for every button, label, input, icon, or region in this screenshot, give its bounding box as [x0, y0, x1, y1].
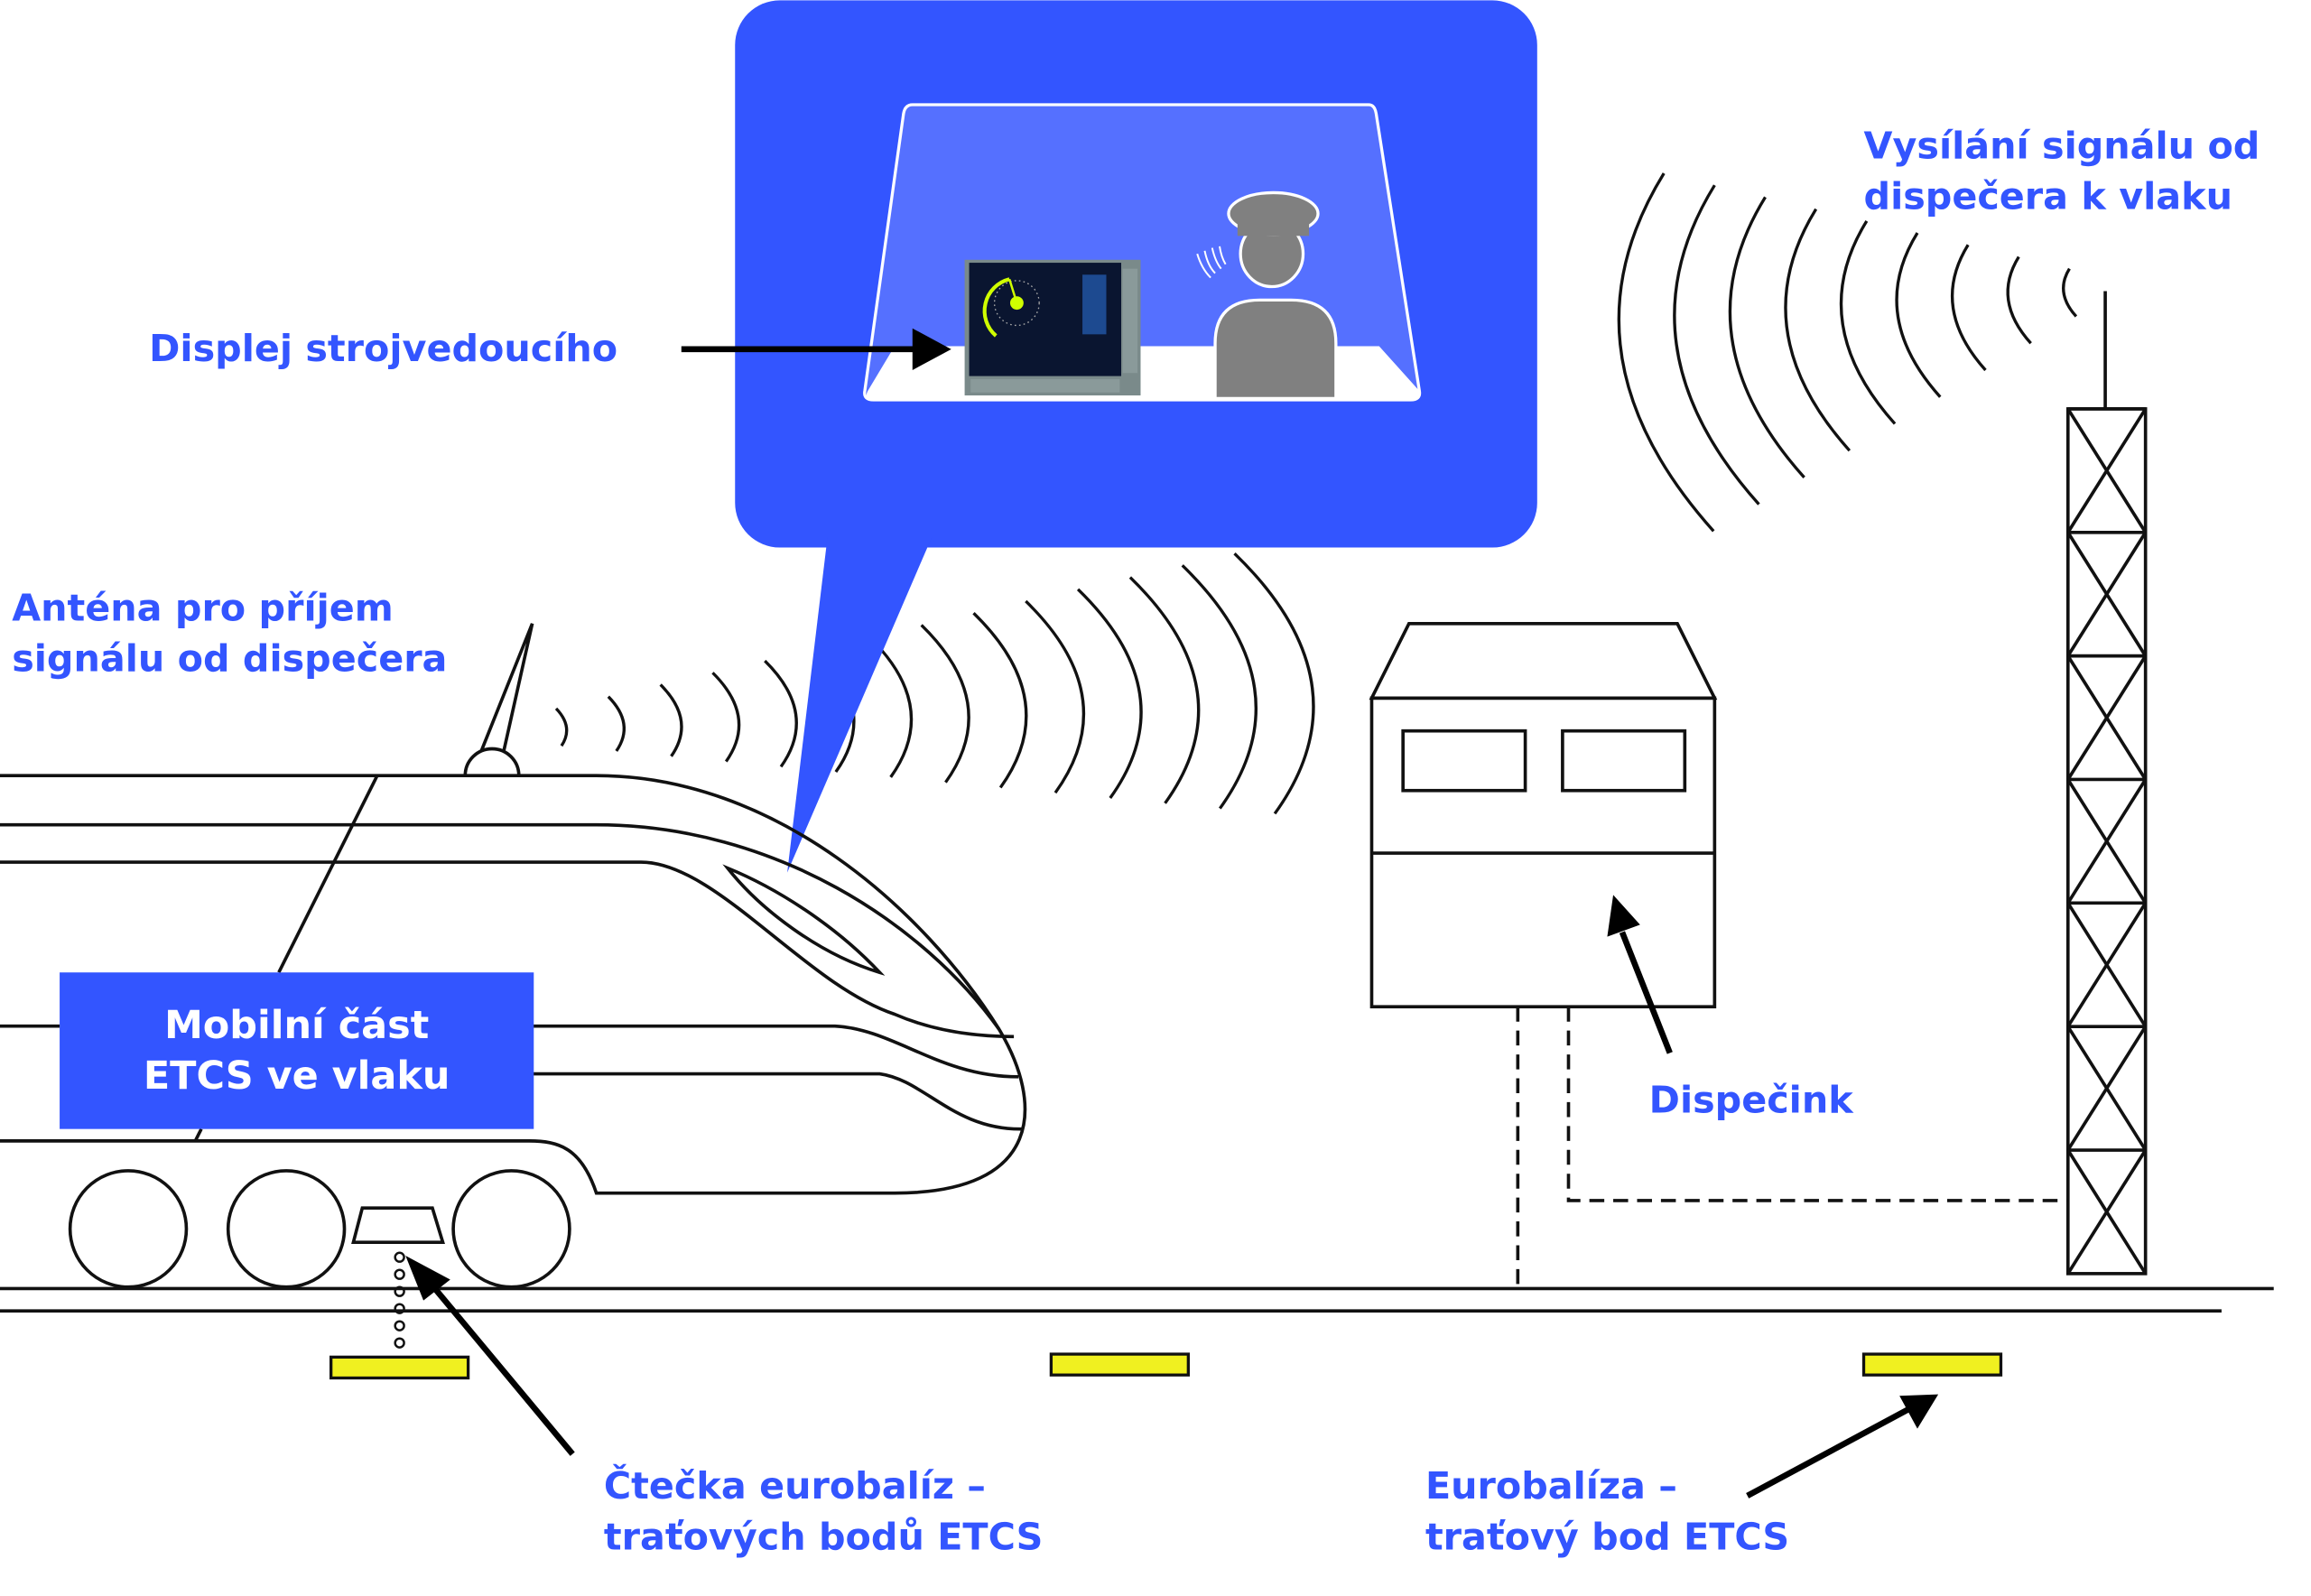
signal-wave-arc — [1951, 244, 1987, 372]
tower-signal-label-1: Vysílání signálu od — [1864, 124, 2260, 167]
tower-signal-waves — [1617, 172, 2078, 533]
signal-wave-arc — [868, 636, 914, 778]
signal-wave-arc — [2062, 267, 2078, 318]
tower-signal-label-2: dispečera k vlaku — [1864, 175, 2232, 218]
signal-wave-arc — [711, 672, 741, 763]
driver-cab-callout — [735, 0, 1537, 873]
reader-label-2: traťových bodů ETCS — [604, 1515, 1043, 1558]
mobile-part-box: Mobilní část ETCS ve vlaku — [60, 972, 534, 1129]
signal-wave-arc — [1025, 599, 1086, 794]
reader-signal-dot — [394, 1268, 405, 1280]
reader-signal-dot — [394, 1251, 405, 1263]
reader-signal-dot — [394, 1337, 405, 1349]
eurobalise-3 — [1861, 1352, 2003, 1377]
train-signal-waves — [554, 552, 1315, 815]
signal-wave-arc — [1128, 576, 1201, 804]
train — [0, 623, 1027, 1349]
train-driver-figure — [1196, 190, 1338, 401]
signal-wave-arc — [1784, 208, 1852, 452]
reader-signal-dot — [394, 1320, 405, 1332]
signal-wave-arc — [1895, 232, 1942, 398]
dispatch-label: Dispečink — [1649, 1078, 1855, 1121]
display-arrow — [681, 328, 951, 370]
antenna-label-1: Anténa pro příjem — [12, 586, 394, 629]
dispatch-building — [1369, 621, 2068, 1291]
display-label: Displej strojvedoucího — [149, 327, 617, 370]
signal-wave-arc — [764, 659, 798, 768]
signal-wave-arc — [1181, 564, 1258, 810]
signal-wave-arc — [920, 624, 970, 784]
reader-label-1: Čtečka eurobalíz – — [604, 1464, 986, 1508]
balise-label-1: Eurobalíza – — [1425, 1464, 1677, 1508]
rails — [0, 1286, 2274, 1313]
signal-wave-arc — [2006, 255, 2032, 345]
eurobalise-1 — [329, 1355, 470, 1380]
signal-wave-arc — [554, 707, 569, 747]
signal-wave-arc — [659, 683, 683, 757]
signal-wave-arc — [1233, 552, 1315, 815]
signal-wave-arc — [1839, 219, 1897, 425]
reader-signal-dot — [394, 1303, 405, 1314]
driver-display — [964, 259, 1141, 396]
balise-label-2: traťový bod ETCS — [1425, 1515, 1789, 1558]
signal-wave-arc — [1728, 196, 1805, 479]
balise-arrow — [1746, 1394, 1939, 1499]
reader-arrow — [405, 1256, 575, 1456]
signal-wave-arc — [607, 695, 626, 752]
radio-tower — [2065, 291, 2148, 1276]
signal-wave-arc — [1076, 588, 1143, 799]
signal-wave-arc — [972, 612, 1028, 789]
dispatch-arrow — [1607, 895, 1673, 1054]
antenna-label-2: signálu od dispečera — [12, 637, 447, 681]
mobile-part-label-2: ETCS ve vlaku — [144, 1053, 450, 1099]
eurobalise-2 — [1049, 1352, 1190, 1377]
mobile-part-label-1: Mobilní část — [164, 1003, 429, 1048]
signal-wave-arc — [1617, 172, 1715, 533]
signal-wave-arc — [1673, 184, 1760, 506]
balise-reader — [351, 1206, 445, 1244]
